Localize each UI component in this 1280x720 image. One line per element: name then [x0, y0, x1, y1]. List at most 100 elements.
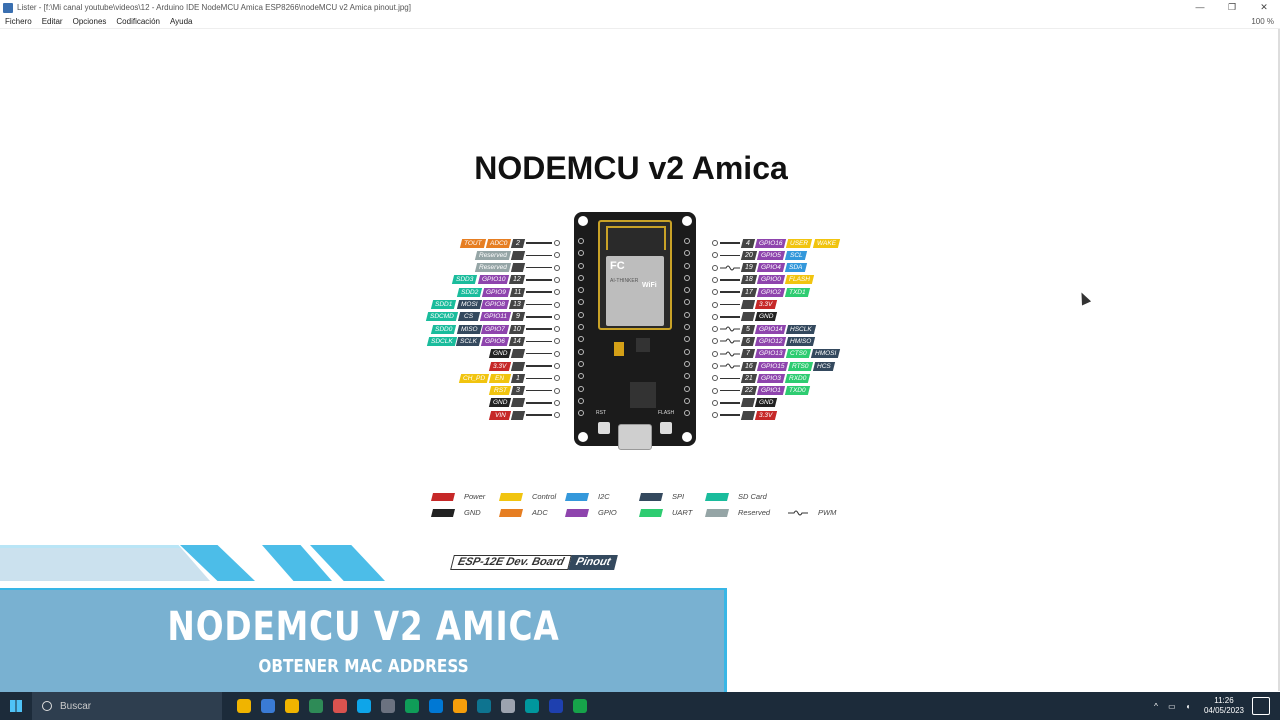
legend-item: ADC	[499, 508, 548, 517]
clock[interactable]: 11:26 04/05/2023	[1204, 696, 1244, 716]
right-pin-row: GND	[712, 398, 778, 408]
mount-hole	[682, 432, 692, 442]
banner-title: NODEMCU V2 AMICA	[167, 604, 560, 650]
badge-board-name: ESP-12E Dev. Board	[450, 555, 572, 570]
pin-lead	[720, 402, 740, 404]
taskbar-app-icon[interactable]	[520, 692, 544, 720]
start-button[interactable]	[0, 692, 32, 720]
pin-lead	[526, 377, 552, 380]
close-button[interactable]: ✕	[1260, 2, 1268, 12]
volume-icon[interactable]: ◖	[1185, 701, 1191, 711]
mount-hole	[578, 432, 588, 442]
taskbar-app-icon[interactable]	[400, 692, 424, 720]
taskbar-app-icon[interactable]	[352, 692, 376, 720]
pin-lead	[720, 316, 740, 318]
pin-function-tag: Reserved	[475, 263, 512, 273]
app-icon	[429, 699, 443, 713]
restore-button[interactable]: ❐	[1227, 2, 1237, 12]
pin-dot	[554, 252, 560, 259]
network-icon[interactable]: ▭	[1168, 701, 1176, 711]
pinned-apps	[232, 692, 592, 720]
app-icon	[573, 699, 587, 713]
minimize-button[interactable]: —	[1195, 2, 1205, 12]
pin-function-tag: SDCMD	[426, 312, 459, 322]
pin-function-tag: HCS	[812, 361, 835, 371]
pin-lead	[526, 414, 552, 416]
pin-dot	[712, 301, 718, 308]
vertical-scrollbar[interactable]	[1278, 29, 1280, 691]
pwm-wave-icon	[720, 351, 740, 357]
taskbar-app-icon[interactable]	[472, 692, 496, 720]
taskbar-app-icon[interactable]	[232, 692, 256, 720]
legend-label: I2C	[598, 492, 610, 501]
taskbar-app-icon[interactable]	[544, 692, 568, 720]
pin-function-tag: ADC0	[485, 238, 512, 248]
pin-dot	[554, 313, 560, 320]
antenna-trace	[606, 226, 666, 250]
menu-fichero[interactable]: Fichero	[5, 17, 32, 26]
pin-dot	[554, 387, 560, 394]
legend-label: GPIO	[598, 508, 617, 517]
taskbar-app-icon[interactable]	[376, 692, 400, 720]
pin-number: 9	[510, 312, 526, 322]
pin-lead	[526, 340, 552, 343]
taskbar-app-icon[interactable]	[304, 692, 328, 720]
pin-number	[510, 410, 526, 420]
taskbar-app-icon[interactable]	[568, 692, 592, 720]
pin-dot	[554, 240, 560, 246]
pin-function-tag: RTS0	[788, 361, 813, 371]
pwm-wave-icon	[720, 363, 740, 369]
pin-dot	[712, 387, 718, 394]
pin-function-tag: TXD1	[784, 287, 810, 297]
badge-pinout: Pinout	[567, 555, 618, 570]
ic-chip	[636, 338, 650, 352]
pin-function-tag: GPIO6	[481, 336, 510, 346]
pin-dot	[712, 326, 718, 333]
pin-dot	[712, 276, 718, 283]
chevron-up-icon[interactable]: ^	[1154, 701, 1158, 711]
menu-ayuda[interactable]: Ayuda	[169, 17, 193, 26]
taskbar-app-icon[interactable]	[280, 692, 304, 720]
module-brand: AI-THINKER	[610, 278, 639, 284]
pin-dot	[712, 338, 718, 345]
pin-number: 17	[740, 287, 757, 297]
taskbar-app-icon[interactable]	[256, 692, 280, 720]
video-title-banner: NODEMCU V2 AMICA OBTENER MAC ADDRESS	[0, 588, 727, 692]
taskbar-app-icon[interactable]	[496, 692, 520, 720]
taskbar-search[interactable]: Buscar	[32, 692, 222, 720]
pin-function-tag: SDD1	[431, 300, 457, 309]
pin-dot	[712, 252, 718, 259]
pin-function-tag: GPIO4	[756, 263, 785, 273]
pin-dot	[554, 289, 560, 296]
taskbar-app-icon[interactable]	[448, 692, 472, 720]
menu-bar: Fichero Editar Opciones Codificación Ayu…	[0, 15, 1280, 29]
notifications-icon[interactable]	[1252, 697, 1270, 715]
esp12e-module: FC AI-THINKER WiFi	[598, 220, 672, 330]
pin-function-tag: GND	[754, 312, 778, 322]
pin-function-tag: GPIO2	[756, 287, 785, 297]
pin-function-tag: SDD3	[452, 275, 478, 285]
pin-dot	[554, 375, 560, 382]
banner-subtitle: OBTENER MAC ADDRESS	[258, 656, 469, 677]
taskbar-app-icon[interactable]	[328, 692, 352, 720]
pin-number: 11	[509, 287, 526, 297]
taskbar-app-icon[interactable]	[424, 692, 448, 720]
legend-label: UART	[672, 508, 693, 517]
pin-number: 1	[510, 373, 526, 383]
app-icon	[525, 699, 539, 713]
pin-dot	[554, 264, 560, 271]
pin-function-tag: WAKE	[812, 238, 840, 248]
right-pin-row: 3.3V	[712, 300, 778, 310]
menu-opciones[interactable]: Opciones	[72, 17, 107, 26]
menu-codificacion[interactable]: Codificación	[116, 17, 160, 26]
pin-function-tag: EN	[488, 373, 512, 383]
pin-dot	[554, 326, 560, 333]
menu-editar[interactable]: Editar	[41, 17, 63, 26]
